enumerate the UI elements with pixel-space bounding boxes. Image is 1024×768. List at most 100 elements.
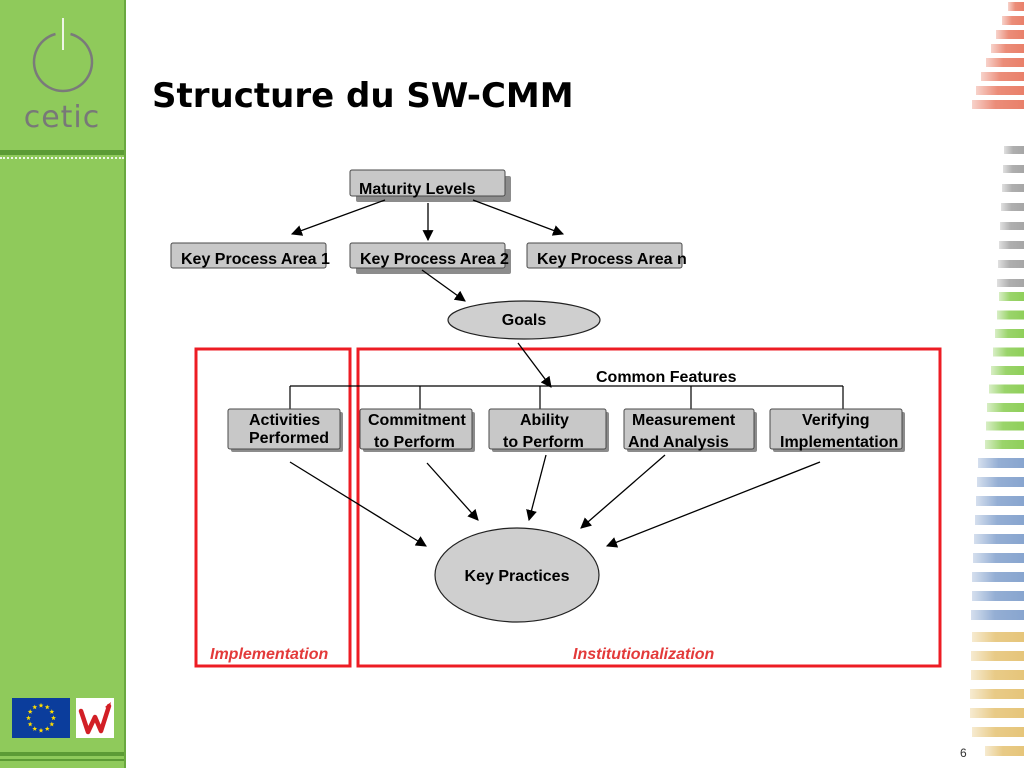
label-line: Commitment	[368, 412, 466, 429]
decor-stripe	[976, 496, 1024, 506]
decor-stripe	[986, 421, 1024, 431]
decor-stripe	[972, 100, 1024, 109]
arrow-maturity-to-kpa-1	[290, 199, 386, 236]
node-box	[488, 408, 607, 450]
arrow-measurement-to-key-practices	[580, 454, 666, 529]
node-box	[623, 408, 755, 450]
eu-star-icon	[44, 704, 50, 710]
eu-star-icon	[32, 726, 38, 731]
ability-to-perform-label: Ability to Perform	[503, 412, 584, 451]
node-maturity-levels: Maturity Levels	[349, 169, 511, 202]
arrow-kpa-to-goals	[421, 269, 466, 302]
maturity-levels-label: Maturity Levels	[359, 181, 476, 198]
decor-stripe	[993, 347, 1024, 357]
key-practices-label: Key Practices	[465, 568, 570, 585]
goals-label: Goals	[502, 312, 547, 329]
node-key-practices: Key Practices	[434, 527, 600, 623]
goals-ellipse	[447, 300, 601, 340]
key-practices-ellipse	[434, 527, 600, 623]
node-box	[359, 408, 473, 450]
decor-stripe	[973, 553, 1024, 563]
sidebar-bottom-line	[0, 759, 124, 761]
eu-star-icon	[27, 709, 33, 714]
decor-stripe	[977, 477, 1024, 487]
label-line: Measurement	[632, 412, 736, 429]
kpa-1-label: Key Process Area 1	[181, 251, 330, 268]
decor-stripe	[972, 572, 1024, 582]
label-line: Ability	[520, 412, 569, 429]
page-number: 6	[960, 746, 967, 760]
decor-stripe	[1008, 2, 1024, 11]
logo-circle	[32, 32, 94, 93]
institutionalization-frame	[356, 347, 942, 668]
cetic-power-circle-icon	[32, 18, 94, 93]
arrow-verifying-to-key-practices	[605, 461, 821, 548]
decor-stripe	[1004, 146, 1024, 154]
node-box	[227, 408, 341, 450]
decor-stripe	[970, 708, 1024, 718]
decor-stripe	[997, 279, 1024, 287]
slide-title: Structure du SW-CMM	[152, 76, 574, 116]
decor-stripe	[1002, 184, 1024, 192]
eu-star-icon	[49, 709, 55, 714]
decor-stripe	[978, 458, 1024, 468]
eu-star-icon	[38, 727, 44, 733]
commitment-to-perform-label: Commitment to Perform	[368, 412, 470, 451]
eu-star-icon	[49, 721, 55, 727]
node-measurement-and-analysis: Measurement And Analysis	[623, 408, 757, 452]
decor-stripe	[997, 310, 1024, 320]
decor-stripe	[971, 670, 1024, 680]
decor-stripe	[1001, 203, 1024, 211]
node-activities-performed: Activities Performed	[227, 408, 343, 452]
implementation-frame	[194, 347, 352, 668]
node-kpa-n: Key Process Area n	[526, 242, 687, 269]
decor-stripe	[971, 610, 1024, 620]
node-ability-to-perform: Ability to Perform	[488, 408, 609, 452]
node-commitment-to-perform: Commitment to Perform	[359, 408, 475, 452]
label-line: Performed	[249, 430, 329, 447]
decor-stripe	[1003, 165, 1024, 173]
node-box	[349, 242, 506, 269]
sw-cmm-structure-diagram: Maturity Levels Key Process Area 1 Key P…	[170, 169, 942, 668]
node-kpa-1: Key Process Area 1	[170, 242, 330, 269]
decor-stripe	[1000, 222, 1024, 230]
institutionalization-label: Institutionalization	[573, 646, 715, 663]
decor-stripe	[974, 534, 1024, 544]
node-box	[170, 242, 327, 269]
sidebar-bottom-band	[0, 752, 124, 756]
arrow-maturity-to-kpa-n	[472, 199, 565, 236]
node-goals: Goals	[447, 300, 601, 340]
sidebar: cetic	[0, 0, 126, 768]
decor-stripe	[976, 86, 1024, 95]
eu-star-icon	[44, 726, 50, 731]
common-features-heading: Common Features	[596, 369, 737, 386]
label-line: to Perform	[503, 434, 584, 451]
kpa-2-label: Key Process Area 2	[360, 251, 509, 268]
eu-star-ring	[26, 702, 56, 733]
measurement-and-analysis-label: Measurement And Analysis	[628, 412, 740, 451]
decorative-stripes	[970, 2, 1024, 756]
eu-star-icon	[51, 715, 56, 721]
decor-stripe	[987, 403, 1024, 412]
eu-star-icon	[38, 702, 44, 708]
label-line: Verifying	[802, 412, 870, 429]
decor-stripe	[989, 384, 1024, 394]
cetic-logo-text: cetic	[23, 100, 101, 135]
decor-stripe	[985, 746, 1024, 756]
wallonia-rooster-icon	[76, 698, 114, 738]
eu-star-icon	[32, 704, 38, 710]
node-verifying-implementation: Verifying Implementation	[769, 408, 905, 452]
decor-stripe	[972, 632, 1024, 642]
arrow-goals-to-common-features	[517, 342, 552, 388]
eu-star-icon	[26, 715, 31, 721]
eu-star-icon	[27, 721, 33, 727]
eu-flag-icon	[12, 698, 70, 738]
decor-stripe	[972, 591, 1024, 601]
arrow-commitment-to-key-practices	[426, 462, 479, 521]
wallonia-rooster-crest	[105, 702, 111, 709]
verifying-implementation-label: Verifying Implementation	[780, 412, 898, 451]
arrow-activities-to-key-practices	[289, 461, 427, 547]
decor-stripe	[981, 72, 1024, 81]
node-kpa-2: Key Process Area 2	[349, 242, 511, 274]
node-box	[769, 408, 903, 450]
